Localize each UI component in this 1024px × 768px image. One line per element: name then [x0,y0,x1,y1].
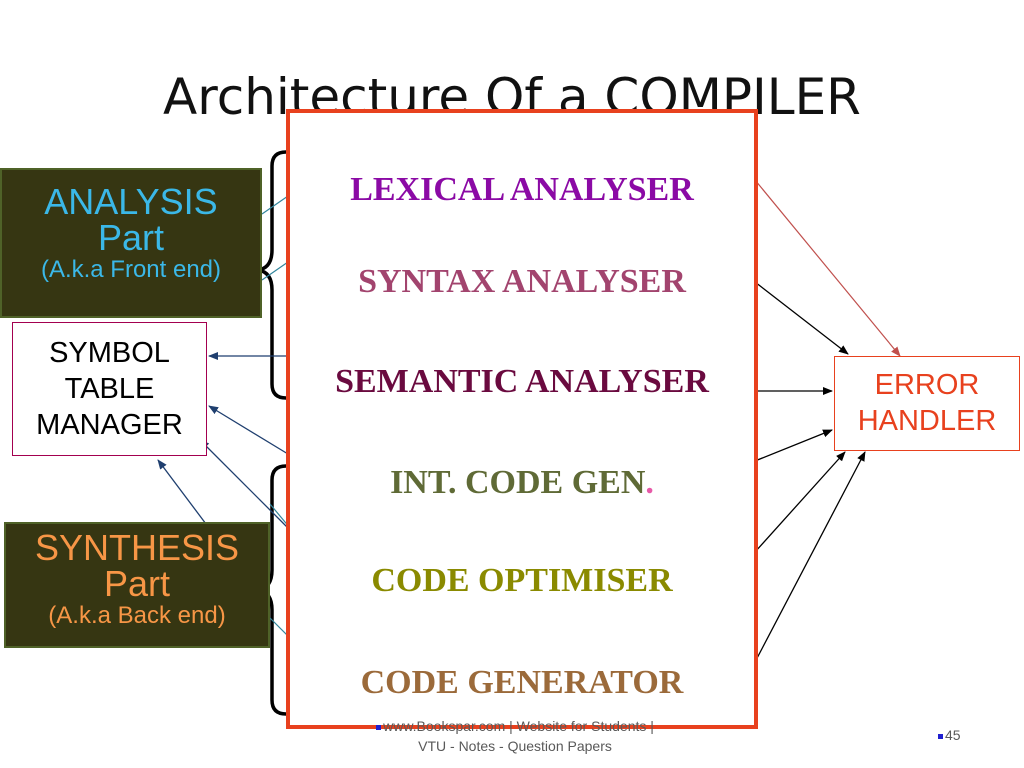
footer-line2: VTU - Notes - Question Papers [418,738,612,754]
stage-suffix: . [645,464,654,501]
footer: www.Bookspar.com | Website for Students … [370,716,660,756]
analysis-link-bottom [261,261,289,281]
stage-label: INT. CODE GEN [390,464,646,501]
error-handler-line1: ERROR [874,369,980,401]
arrow-syntax-to-error [754,281,849,355]
analysis-brace [257,150,287,400]
analysis-part-box: ANALYSIS Part (A.k.a Front end) [0,168,262,318]
page-number-text: 45 [945,727,961,743]
stage-code-generator: CODE GENERATOR [290,663,754,703]
arrow-to-symbol-table-2 [208,405,289,455]
stage-syntax-analyser: SYNTAX ANALYSER [290,262,754,302]
synthesis-part-box: SYNTHESIS Part (A.k.a Back end) [4,522,270,648]
stage-label: SYNTAX ANALYSER [358,263,686,300]
arrow-intcode-to-error [744,429,833,466]
arrow-lexical-to-error [754,179,901,357]
symbol-table-line2: TABLE [64,373,155,405]
analysis-link-top [261,195,289,215]
compiler-phases-box: LEXICAL ANALYSER SYNTAX ANALYSER SEMANTI… [286,109,758,729]
error-handler-line2: HANDLER [857,405,997,437]
stage-code-optimiser: CODE OPTIMISER [290,561,754,601]
stage-label: SEMANTIC ANALYSER [335,363,709,400]
arrow-optimiser-to-error [754,451,846,553]
bullet-icon [938,733,943,739]
footer-line1[interactable]: www.Bookspar.com | Website for Students … [370,716,660,736]
stage-semantic-analyser: SEMANTIC ANALYSER [290,362,754,402]
symbol-table-line3: MANAGER [36,409,183,441]
analysis-title-line1: ANALYSIS [44,181,218,222]
stage-label: CODE OPTIMISER [371,562,673,599]
synthesis-title-line1: SYNTHESIS [34,527,240,568]
page-number: 45 [938,727,961,743]
bullet-icon [376,724,382,730]
error-handler-box: ERROR HANDLER [834,356,1020,451]
synthesis-subtitle: (A.k.a Back end) [48,602,226,629]
stage-label: LEXICAL ANALYSER [350,171,694,208]
symbol-table-manager-box: SYMBOL TABLE MANAGER [12,322,207,456]
arrow-to-symbol-table-3 [199,439,289,529]
arrow-synthesis-to-symbol-table [157,459,207,525]
symbol-table-line1: SYMBOL [49,337,170,369]
analysis-subtitle: (A.k.a Front end) [40,256,222,283]
stage-int-code-gen: INT. CODE GEN. [290,463,754,503]
analysis-title-line2: Part [97,217,165,258]
stage-label: CODE GENERATOR [360,664,684,701]
synthesis-title-line2: Part [103,563,171,604]
footer-link[interactable]: www.Bookspar.com | Website for Students … [383,718,654,734]
arrow-generator-to-error [754,451,866,663]
stage-lexical-analyser: LEXICAL ANALYSER [290,170,754,210]
